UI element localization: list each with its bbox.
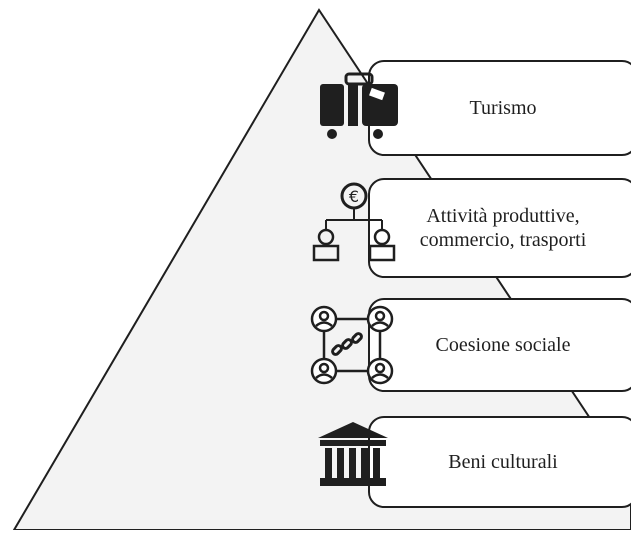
social-network-icon xyxy=(310,305,394,385)
level-box-coesione: Coesione sociale xyxy=(368,298,631,392)
suitcase-icon xyxy=(320,72,398,139)
level-box-attivita: Attività produttive, commercio, trasport… xyxy=(368,178,631,278)
level-box-beni: Beni culturali xyxy=(368,416,631,508)
level-label-turismo: Turismo xyxy=(469,97,537,119)
level-label-attivita-line2: commercio, trasporti xyxy=(419,229,587,251)
level-label-attivita: Attività produttive, commercio, trasport… xyxy=(420,204,587,252)
temple-icon xyxy=(318,422,388,486)
euro-network-icon: € xyxy=(312,182,396,262)
svg-text:€: € xyxy=(349,187,359,206)
level-label-beni: Beni culturali xyxy=(448,451,558,473)
level-label-attivita-line1: Attività produttive, xyxy=(426,205,580,227)
level-label-coesione: Coesione sociale xyxy=(435,334,571,356)
level-box-turismo: Turismo xyxy=(368,60,631,156)
